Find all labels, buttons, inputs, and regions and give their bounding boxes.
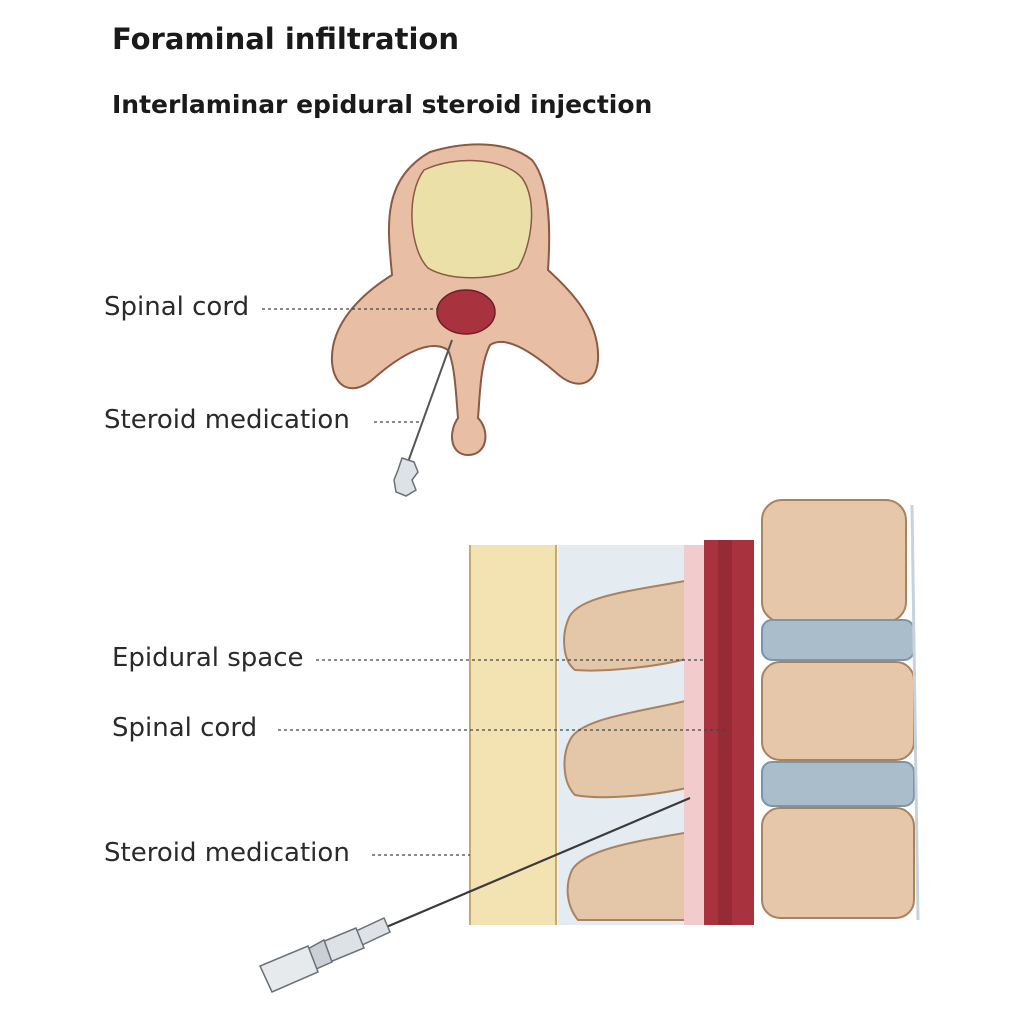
label-steroid-medication-bottom: Steroid medication: [104, 838, 350, 868]
vertebral-body-2: [761, 661, 915, 761]
disc-1: [761, 619, 915, 661]
spinal-cord-axial: [436, 289, 496, 335]
vertebral-body-3: [761, 807, 915, 919]
vertebral-body-1: [761, 499, 907, 623]
label-spinal-cord-top: Spinal cord: [104, 292, 250, 322]
label-steroid-medication-top: Steroid medication: [104, 405, 350, 435]
page-title: Foraminal infiltration: [112, 22, 459, 56]
syringe-bottom: [258, 916, 391, 993]
page-subtitle: Interlaminar epidural steroid injection: [112, 90, 653, 119]
epidural-space: [684, 545, 706, 925]
label-spinal-cord-bottom: Spinal cord: [112, 713, 258, 743]
label-epidural-space: Epidural space: [112, 643, 304, 673]
syringe-hub-top: [393, 457, 419, 497]
axial-vertebra-figure: [262, 143, 600, 497]
needle-bottom: [383, 796, 691, 930]
disc-2: [761, 761, 915, 807]
needle-top: [407, 339, 453, 463]
sagittal-spine-figure: [258, 499, 920, 993]
vertebral-body: [411, 159, 533, 279]
ligament-band: [470, 545, 556, 925]
